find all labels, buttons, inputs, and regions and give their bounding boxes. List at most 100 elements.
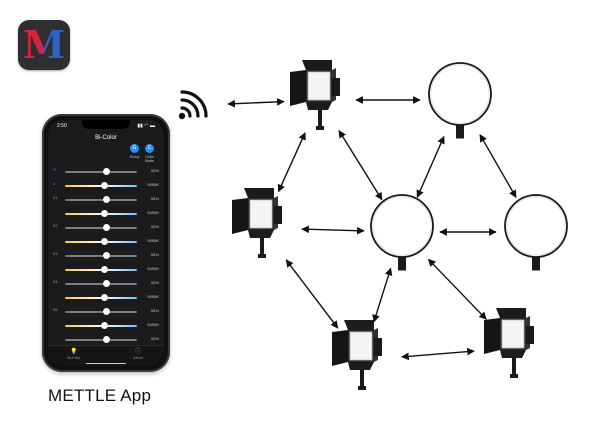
led-panel-light-panel-left [231, 187, 283, 259]
temperature-slider-row: 5050K [53, 210, 159, 220]
slider-label: 01 [53, 195, 58, 200]
brightness-slider[interactable] [65, 339, 137, 341]
slider-knob[interactable] [101, 322, 109, 329]
group-button[interactable]: G [130, 144, 139, 153]
temperature-slider[interactable] [65, 325, 137, 327]
brightness-slider-row: 05 54% [53, 307, 159, 318]
link-panel-top-panel-left [277, 132, 306, 193]
info-icon: ⓘ [134, 349, 141, 355]
temperature-slider-row: 5050K [53, 266, 159, 276]
logo-letter: M [22, 22, 66, 67]
bulb-icon: 💡 [70, 349, 78, 355]
slider-label: 03 [53, 251, 58, 256]
slider-knob[interactable] [103, 168, 111, 175]
slider-label: 04 [53, 279, 58, 284]
brightness-slider[interactable] [65, 283, 137, 285]
tab-about[interactable]: ⓘ About [118, 349, 158, 360]
temperature-slider[interactable] [65, 297, 137, 299]
brightness-slider[interactable] [65, 171, 137, 173]
slider-value: 5050K [147, 322, 159, 327]
slider-knob[interactable] [103, 308, 111, 315]
wireless-signal-icon [178, 90, 208, 120]
phone-screen: 2:50 ▮▮ ◠ ▬ Bi-Color G Group C Color Mod… [48, 120, 164, 366]
slider-value: 54% [150, 336, 159, 341]
brightness-slider[interactable] [65, 199, 137, 201]
brightness-slider-row: 02 54% [53, 223, 159, 234]
slider-value: 5050K [147, 266, 159, 271]
link-panel-bottom-panel-bottom-right [401, 347, 475, 361]
round-light-round-center [370, 194, 434, 272]
app-caption: METTLE App [48, 386, 152, 405]
color-mode-icon: C [147, 145, 152, 151]
light-devices [231, 59, 568, 391]
link-round-top-round-center [416, 135, 445, 198]
slider-value: 5050K [147, 210, 159, 215]
temperature-slider[interactable] [65, 213, 137, 215]
slider-value: 5050K [147, 294, 159, 299]
temperature-slider[interactable] [65, 241, 137, 243]
app-screen-title: Bi-Color [95, 135, 117, 141]
link-round-center-panel-bottom [372, 267, 393, 323]
group-label: Group [129, 155, 140, 159]
slider-value: 54% [150, 224, 159, 229]
slider-label: 05 [53, 307, 58, 312]
round-light-round-top [428, 62, 492, 140]
color-mode-button[interactable]: C [145, 144, 154, 153]
slider-knob[interactable] [101, 238, 109, 245]
temperature-slider[interactable] [65, 185, 137, 187]
connection-arrows [227, 96, 517, 361]
smartphone: 2:50 ▮▮ ◠ ▬ Bi-Color G Group C Color Mod… [42, 114, 170, 372]
slider-value: 54% [150, 252, 159, 257]
group-icon: G [132, 145, 137, 151]
slider-knob[interactable] [101, 210, 109, 217]
temperature-slider-row: 5050K [53, 322, 159, 332]
slider-label: 02 [53, 223, 58, 228]
led-panel-light-panel-top [289, 59, 341, 131]
status-time: 2:50 [57, 123, 67, 129]
round-light-round-right [504, 194, 568, 272]
brightness-slider[interactable] [65, 255, 137, 257]
color-mode-label: Color Mode [145, 155, 154, 163]
brightness-slider-row: 54% [53, 336, 159, 346]
slider-knob[interactable] [103, 224, 111, 231]
temperature-slider-row: 🌢 5050K [53, 181, 159, 192]
tab-bar: 💡 Bi-Color ⓘ About [48, 345, 164, 366]
brightness-slider-row: ✳ 54% [53, 167, 159, 178]
slider-value: 5050K [147, 182, 159, 187]
temperature-slider-row: 5050K [53, 294, 159, 304]
tab-about-label: About [133, 356, 143, 360]
link-phone-panel-top [227, 98, 285, 108]
slider-knob[interactable] [103, 252, 111, 259]
status-icons: ▮▮ ◠ ▬ [137, 123, 155, 129]
brightness-slider[interactable] [65, 227, 137, 229]
link-round-center-panel-bottom-right [427, 258, 487, 320]
slider-knob[interactable] [101, 266, 109, 273]
slider-knob[interactable] [101, 294, 109, 301]
brightness-slider[interactable] [65, 311, 137, 313]
slider-knob[interactable] [103, 336, 111, 343]
slider-knob[interactable] [101, 182, 109, 189]
link-round-top-round-right [479, 134, 517, 198]
slider-value: 54% [150, 308, 159, 313]
link-panel-left-panel-bottom [285, 259, 339, 329]
link-panel-top-round-center [338, 129, 383, 201]
mettle-app-logo: M [18, 20, 70, 70]
tab-bi-color-label: Bi-Color [67, 356, 81, 360]
slider-value: 54% [150, 168, 159, 173]
slider-knob[interactable] [103, 196, 111, 203]
slider-label: 🌢 [53, 181, 56, 186]
temperature-slider-row: 5050K [53, 238, 159, 248]
link-panel-left-round-center [301, 225, 365, 235]
slider-knob[interactable] [103, 280, 111, 287]
temperature-slider[interactable] [65, 269, 137, 271]
brightness-slider-row: 03 54% [53, 251, 159, 262]
tab-bi-color[interactable]: 💡 Bi-Color [54, 349, 94, 360]
slider-value: 5050K [147, 238, 159, 243]
led-panel-light-panel-bottom [331, 319, 383, 391]
slider-label: ✳ [53, 167, 57, 172]
led-panel-light-panel-bottom-right [483, 307, 535, 379]
